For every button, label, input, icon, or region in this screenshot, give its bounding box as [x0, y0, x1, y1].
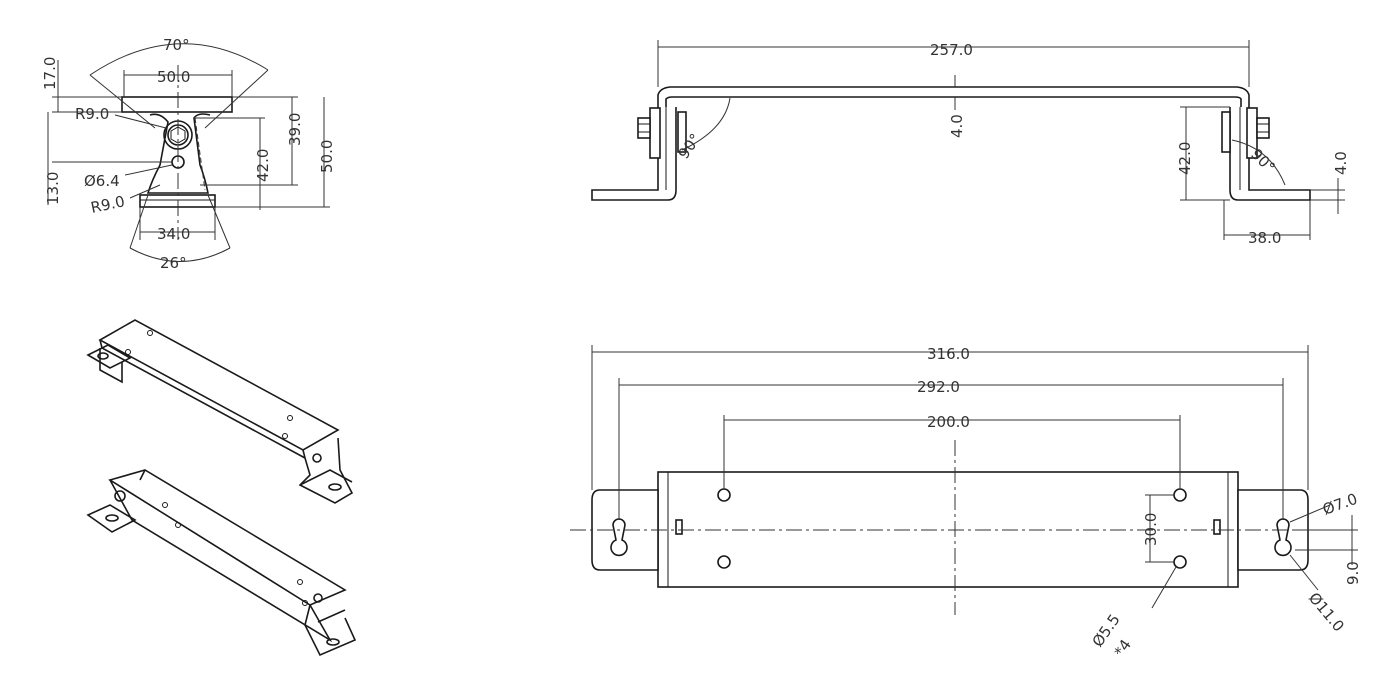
- isometric-bracket-lower: [86, 469, 357, 657]
- isometric-views: [86, 319, 357, 657]
- front-view: 257.0 4.0 90° 90° 42.0 4.0 38.0: [591, 40, 1350, 247]
- top-slot-spacing: 292.0: [917, 378, 960, 396]
- isometric-bracket-upper: [86, 319, 354, 504]
- side-height-left-bottom: 13.0: [44, 172, 62, 205]
- top-hole-vertical: 30.0: [1142, 513, 1160, 546]
- side-top-plate: [121, 96, 233, 113]
- front-right-bolt: [1256, 117, 1270, 139]
- side-height-42: 42.0: [254, 149, 272, 182]
- side-hole-dia: Ø6.4: [84, 172, 120, 190]
- top-hole-spacing: 200.0: [927, 413, 970, 431]
- top-hole-count: *4: [1111, 636, 1136, 660]
- side-angle-top: 70°: [163, 36, 190, 54]
- side-radius-upper: R9.0: [75, 105, 109, 123]
- front-right-leg: [1229, 107, 1311, 201]
- top-slot-large-dia: Ø11.0: [1305, 589, 1348, 635]
- front-left-bolt: [637, 117, 651, 139]
- side-width-bottom: 34.0: [157, 225, 190, 243]
- front-length-top: 257.0: [930, 41, 973, 59]
- front-top-bar: [657, 86, 1250, 107]
- front-height-42: 42.0: [1176, 142, 1194, 175]
- side-height-left-top: 17.0: [41, 57, 59, 90]
- side-angle-bottom: 26°: [160, 254, 187, 272]
- front-foot-thickness: 4.0: [1332, 151, 1350, 175]
- side-height-50: 50.0: [318, 140, 336, 173]
- top-slot-offset: 9.0: [1344, 561, 1362, 585]
- side-view: 70° 50.0 17.0 R9.0 13.0 Ø6.4 R9.0 42.0 3…: [41, 36, 336, 272]
- front-foot-width: 38.0: [1248, 229, 1281, 247]
- side-height-39: 39.0: [286, 113, 304, 146]
- side-radius-lower: R9.0: [89, 192, 126, 217]
- side-bolt-hex: [170, 126, 186, 144]
- top-view: 316.0 292.0 200.0 30.0 Ø7.0 9.0 Ø11.0 Ø5…: [570, 345, 1362, 660]
- side-width-top: 50.0: [157, 68, 190, 86]
- top-hole: [717, 555, 731, 569]
- top-slot-small-dia: Ø7.0: [1320, 490, 1360, 519]
- top-overall-length: 316.0: [927, 345, 970, 363]
- front-thickness: 4.0: [948, 114, 966, 138]
- front-left-leg: [591, 107, 677, 201]
